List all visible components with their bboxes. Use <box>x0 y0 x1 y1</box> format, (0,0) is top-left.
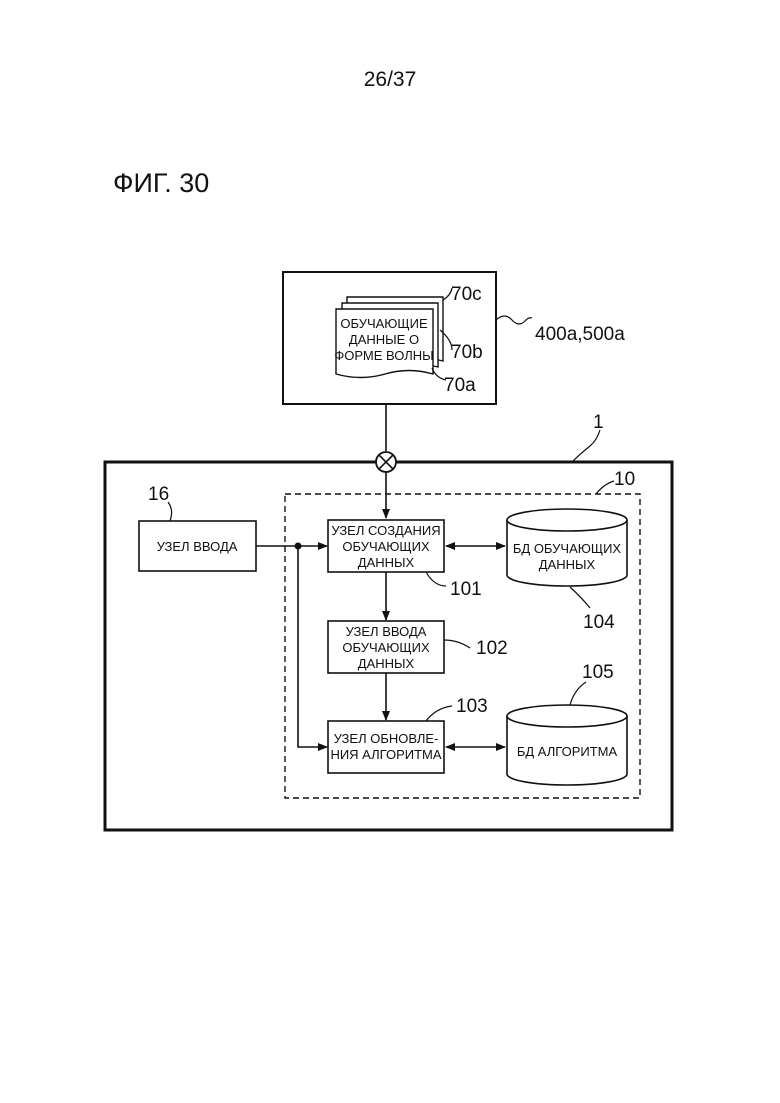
training-db-line-1: БД ОБУЧАЮЩИХ <box>513 541 622 556</box>
training-input-line-1: УЗЕЛ ВВОДА <box>346 624 427 639</box>
leader-update-unit <box>426 706 452 721</box>
document-label-line-1: ОБУЧАЮЩИЕ <box>340 316 428 331</box>
input-to-update-arrow <box>298 546 327 747</box>
leader-algorithm-db <box>570 682 586 705</box>
connector-x-icon <box>376 452 396 472</box>
training-input-line-3: ДАННЫХ <box>358 656 415 671</box>
document-label-line-3: ФОРМЕ ВОЛНЫ <box>334 348 433 363</box>
ref-creation-unit: 101 <box>450 579 482 600</box>
ref-device: 1 <box>593 412 604 433</box>
waveform-documents: ОБУЧАЮЩИЕ ДАННЫЕ О ФОРМЕ ВОЛНЫ <box>334 297 443 378</box>
update-unit-line-2: НИЯ АЛГОРИТМА <box>330 747 441 762</box>
algorithm-db-label: БД АЛГОРИТМА <box>517 744 618 759</box>
ref-algorithm-db: 105 <box>582 662 614 683</box>
input-unit-label: УЗЕЛ ВВОДА <box>157 539 238 554</box>
ref-70a: 70a <box>444 375 476 396</box>
ref-input-unit: 16 <box>148 484 169 505</box>
ref-update-unit: 103 <box>456 696 488 717</box>
creation-unit-line-2: ОБУЧАЮЩИХ <box>342 539 430 554</box>
leader-device <box>572 430 600 462</box>
ref-source: 400a,500a <box>535 324 625 345</box>
leader-source <box>496 316 532 324</box>
training-db-line-2: ДАННЫХ <box>539 557 596 572</box>
ref-processor: 10 <box>614 469 635 490</box>
ref-training-db: 104 <box>583 612 615 633</box>
ref-training-input-unit: 102 <box>476 638 508 659</box>
ref-70c: 70c <box>451 284 482 305</box>
update-unit-line-1: УЗЕЛ ОБНОВЛЕ- <box>334 731 439 746</box>
creation-unit-line-1: УЗЕЛ СОЗДАНИЯ <box>331 523 440 538</box>
leader-training-input-unit <box>444 640 470 648</box>
leader-processor <box>596 481 614 494</box>
leader-creation-unit <box>426 572 446 586</box>
leader-training-db <box>570 587 590 608</box>
creation-unit-line-3: ДАННЫХ <box>358 555 415 570</box>
training-input-line-2: ОБУЧАЮЩИХ <box>342 640 430 655</box>
document-label-line-2: ДАННЫЕ О <box>349 332 419 347</box>
ref-70b: 70b <box>451 342 483 363</box>
